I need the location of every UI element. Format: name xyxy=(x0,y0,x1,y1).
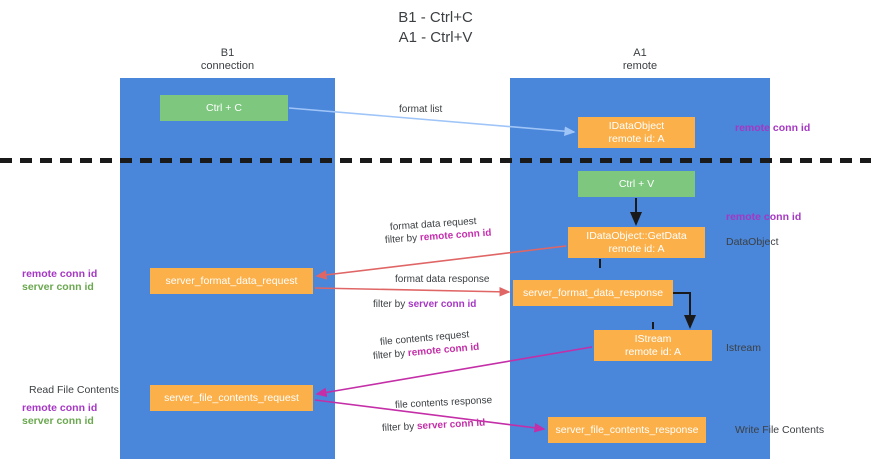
node-istream-title: IStream xyxy=(634,332,672,345)
title-line-1: B1 - Ctrl+C xyxy=(398,9,473,26)
server-conn-id-highlight-2: server conn id xyxy=(416,417,486,433)
side-label-write-file-contents: Write File Contents xyxy=(735,424,825,436)
node-idataobject-title: IDataObject xyxy=(608,119,665,132)
swimlane-a1-subtitle: remote xyxy=(622,60,658,72)
swimlane-a1-name: A1 xyxy=(633,47,647,59)
node-ctrl-v-label: Ctrl + V xyxy=(618,177,655,190)
node-getdata-title: IDataObject::GetData xyxy=(586,229,687,242)
side-label-remote-conn-id-left-2: remote conn id xyxy=(22,402,98,414)
node-server-format-data-request-label: server_format_data_request xyxy=(165,274,298,287)
edge-label-format-data-response: format data response xyxy=(395,274,490,285)
side-label-remote-conn-id-top: remote conn id xyxy=(735,122,811,134)
filter-by-text-2: filter by xyxy=(373,299,409,310)
edge-label-filter-by-server-conn-id-1: filter by server conn id xyxy=(373,298,476,311)
side-label-server-conn-id-left-1: server conn id xyxy=(22,281,94,293)
filter-by-text-1: filter by xyxy=(384,232,421,246)
node-istream-subtitle: remote id: A xyxy=(624,345,682,358)
node-server-format-data-response-label: server_format_data_response xyxy=(522,286,664,299)
node-server-file-contents-response-label: server_file_contents_response xyxy=(555,423,699,436)
swimlane-b1-subtitle: connection xyxy=(200,60,255,72)
filter-by-text-4: filter by xyxy=(381,421,418,434)
title-line-2: A1 - Ctrl+V xyxy=(398,29,473,46)
page-title: B1 - Ctrl+C A1 - Ctrl+V xyxy=(0,8,871,48)
side-label-remote-conn-id-left-1: remote conn id xyxy=(22,268,98,280)
side-label-istream: Istream xyxy=(726,342,762,354)
phase-divider xyxy=(0,158,871,163)
swimlane-b1-name: B1 xyxy=(220,47,235,59)
swimlane-header-b1: B1 connection xyxy=(120,47,335,73)
node-server-file-contents-request[interactable]: server_file_contents_request xyxy=(150,385,313,411)
side-label-dataobject: DataObject xyxy=(726,236,779,248)
node-ctrl-v[interactable]: Ctrl + V xyxy=(578,171,695,197)
node-getdata-subtitle: remote id: A xyxy=(608,242,665,255)
node-server-file-contents-request-label: server_file_contents_request xyxy=(164,391,299,404)
node-ctrl-c-label: Ctrl + C xyxy=(206,101,242,114)
filter-by-text-3: filter by xyxy=(372,347,409,362)
node-idataobject-subtitle: remote id: A xyxy=(608,132,665,145)
node-istream[interactable]: IStream remote id: A xyxy=(594,330,712,361)
server-conn-id-highlight-1: server conn id xyxy=(408,299,477,310)
edge-label-format-list: format list xyxy=(399,104,443,115)
node-ctrl-c[interactable]: Ctrl + C xyxy=(160,95,288,121)
node-server-file-contents-response[interactable]: server_file_contents_response xyxy=(548,417,706,443)
swimlane-header-a1: A1 remote xyxy=(510,47,770,73)
side-label-server-conn-id-left-2: server conn id xyxy=(22,415,94,427)
node-getdata[interactable]: IDataObject::GetData remote id: A xyxy=(568,227,705,258)
side-label-remote-conn-id-mid: remote conn id xyxy=(726,211,802,223)
node-server-format-data-request[interactable]: server_format_data_request xyxy=(150,268,313,294)
node-server-format-data-response[interactable]: server_format_data_response xyxy=(513,280,673,306)
node-idataobject[interactable]: IDataObject remote id: A xyxy=(578,117,695,148)
side-label-read-file-contents: Read File Contents xyxy=(29,384,119,396)
